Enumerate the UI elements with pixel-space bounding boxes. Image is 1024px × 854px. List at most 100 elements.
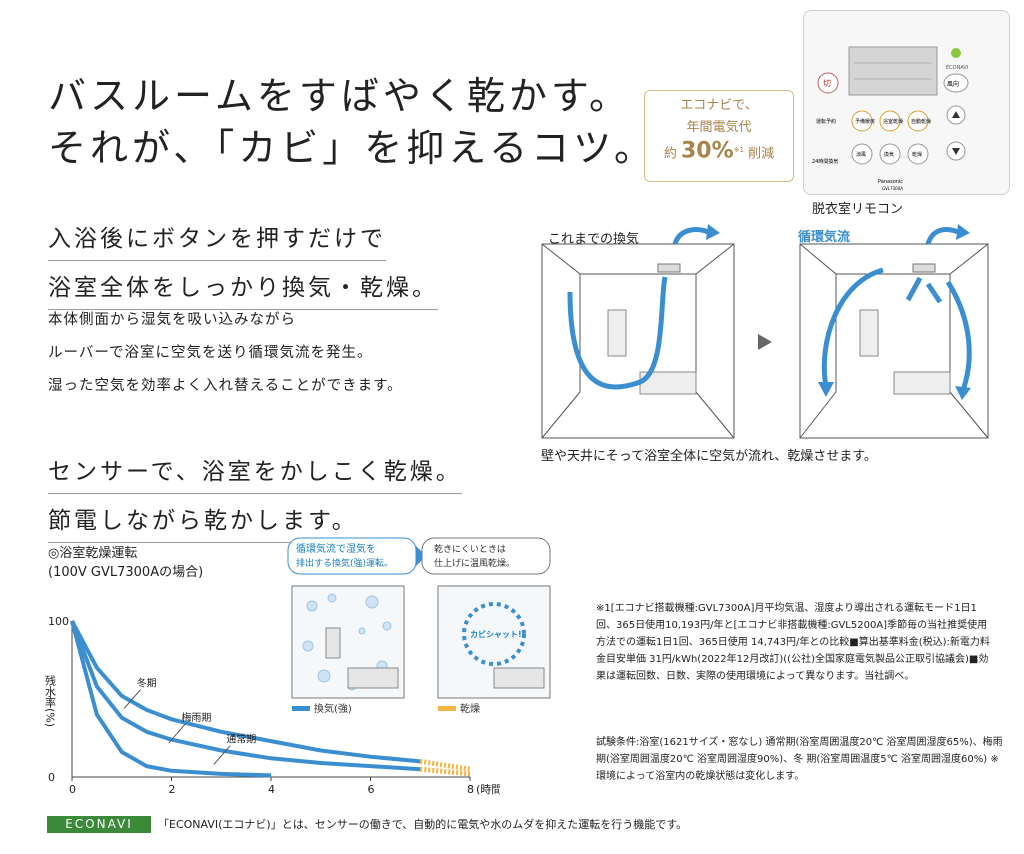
section1-body: 本体側面から湿気を吸い込みながら ルーバーで浴室に空気を送り循環気流を発生。 湿… xyxy=(48,304,403,403)
after-room xyxy=(799,224,989,439)
badge-line3: 約 30%※1 削減 xyxy=(645,139,793,165)
bath-dry-label: 浴室乾燥 xyxy=(883,118,903,125)
headline-line2: それが、「カビ」を抑えるコツ。 xyxy=(48,126,656,170)
fan-unit xyxy=(912,263,936,273)
series-leader xyxy=(123,689,142,709)
chart-title-line1: ◎浴室乾燥運転 xyxy=(48,546,138,561)
series-label: 冬期 xyxy=(137,677,157,690)
airflow-down xyxy=(925,282,943,304)
mirror xyxy=(325,627,341,659)
series-label: 通常期 xyxy=(226,733,256,746)
section2-title-line2: 節電しながら乾かします。 xyxy=(48,504,358,543)
note-dry-line1: 乾きにくいときは xyxy=(434,543,506,555)
vent-label: 換気 xyxy=(884,151,894,158)
preheat-label: 予備暖房 xyxy=(855,118,875,125)
room-comparison xyxy=(541,224,989,439)
y-tick-label: 100 xyxy=(48,615,69,628)
legend-vent-swatch xyxy=(292,706,310,711)
arrow-head-icon xyxy=(956,224,970,240)
remote-brand: Panasonic xyxy=(878,179,903,185)
fan-unit xyxy=(657,263,681,273)
series-dry-segment xyxy=(420,766,471,777)
room-edge xyxy=(541,391,581,439)
wind-direction-label: 風向 xyxy=(947,80,959,88)
mold-shut-text: カビシャット! xyxy=(470,629,522,639)
series-line xyxy=(70,620,272,778)
bathtub xyxy=(493,667,545,689)
x-tick-label: 8 xyxy=(467,783,474,796)
cool-wind-label: 涼風 xyxy=(856,151,866,158)
room-frame xyxy=(799,243,989,439)
legend-dry-swatch xyxy=(438,706,456,711)
chart-title: ◎浴室乾燥運転 (100V GVL7300Aの場合) xyxy=(48,544,203,582)
series-label: 梅雨期 xyxy=(181,711,211,724)
room-edge xyxy=(541,243,581,275)
before-room-label: これまでの換気 xyxy=(548,232,640,247)
room-edge xyxy=(949,243,989,275)
section1-body-line3: 湿った空気を効率よく入れ替えることができます。 xyxy=(48,378,403,394)
remote-controller: ECONAVI 切 風向 運転予約 予備暖房 浴室乾燥 自動乾燥 24時間換気 … xyxy=(803,10,1010,195)
legend-dry-label: 乾燥 xyxy=(460,702,480,715)
exhaust-arrow xyxy=(672,227,710,245)
badge-percent: 30% xyxy=(681,138,734,164)
section1-title-line2: 浴室全体をしっかり換気・乾燥。 xyxy=(48,271,438,310)
vent-button xyxy=(879,143,901,165)
remote-display xyxy=(848,46,938,96)
exhaust-arrow xyxy=(925,227,959,245)
headline-line1: バスルームをすばやく乾かす。 xyxy=(48,74,632,118)
room-edge xyxy=(799,391,837,439)
remote-label: 脱衣室リモコン xyxy=(812,202,904,217)
badge-line2: 年間電気代 xyxy=(686,120,752,135)
section1-title-line1: 入浴後にボタンを押すだけで xyxy=(48,222,386,261)
off-button-label: 切 xyxy=(823,79,831,88)
footnote-1: ※1[エコナビ搭載機種:GVL7300A]月平均気温、湿度より導出される運転モー… xyxy=(596,603,990,682)
legend-vent-label: 換気(強) xyxy=(314,702,352,715)
transition-arrow-icon xyxy=(758,334,772,350)
section2-title: センサーで、浴室をかしこく乾燥。 節電しながら乾かします。 xyxy=(48,455,462,553)
y-axis-label: 残水率(%) xyxy=(44,674,57,727)
econavi-logo: ECONAVI xyxy=(47,816,151,833)
series-line xyxy=(70,620,421,772)
x-axis-label: (時間) xyxy=(476,783,500,796)
section1-body-line1: 本体側面から湿気を吸い込みながら xyxy=(48,312,296,328)
reserve-label: 運転予約 xyxy=(816,118,836,125)
airflow-left xyxy=(821,267,884,388)
remote-illustration: ECONAVI 切 風向 運転予約 予備暖房 浴室乾燥 自動乾燥 24時間換気 … xyxy=(812,46,969,191)
remote-model: GVL7300A xyxy=(882,186,903,191)
ventilation-24h-label: 24時間換気 xyxy=(812,158,838,165)
series-leader xyxy=(168,723,186,744)
savings-badge: エコナビで、 年間電気代 約 30%※1 削減 xyxy=(644,90,794,182)
chart-title-line2: (100V GVL7300Aの場合) xyxy=(48,565,204,580)
section1-body-line2: ルーバーで浴室に空気を送り循環気流を発生。 xyxy=(48,345,373,361)
econavi-description: 「ECONAVI(エコナビ)」とは、センサーの働きで、自動的に電気や水のムダを抑… xyxy=(158,818,688,831)
note-arrow-icon xyxy=(416,546,426,566)
badge-note: ※1 xyxy=(733,146,744,154)
series-line xyxy=(70,620,421,764)
bath-dry-button xyxy=(879,110,901,132)
room-frame xyxy=(541,243,735,439)
series-leader xyxy=(213,745,231,765)
bathtub xyxy=(347,667,399,689)
off-button xyxy=(817,72,839,94)
headline: バスルームをすばやく乾かす。 それが、「カビ」を抑えるコツ。 xyxy=(48,70,656,174)
bathtub xyxy=(893,371,951,395)
section1-title: 入浴後にボタンを押すだけで 浴室全体をしっかり換気・乾燥。 xyxy=(48,222,438,320)
econavi-lamp-icon xyxy=(951,48,961,58)
arrow-head-icon xyxy=(706,224,720,240)
wind-direction-button xyxy=(943,73,969,93)
auto-dry-button xyxy=(907,110,929,132)
operation-panels: 循環気流で湿気を 排出する換気(強)運転。 乾きにくいときは 仕上げに温風乾燥。… xyxy=(287,537,551,715)
room-edge xyxy=(949,391,989,439)
room-edge xyxy=(799,243,837,275)
auto-dry-label: 自動乾燥 xyxy=(911,118,931,125)
x-tick-label: 4 xyxy=(268,783,275,796)
after-room-label: 循環気流 xyxy=(798,230,851,245)
airflow-right xyxy=(945,280,972,391)
dry-button xyxy=(907,143,929,165)
badge-line1: エコナビで、 xyxy=(680,98,758,113)
cool-wind-button xyxy=(851,143,873,165)
arrow-head-icon xyxy=(818,382,834,397)
down-arrow-icon xyxy=(952,148,960,155)
airflow-path xyxy=(567,276,668,390)
